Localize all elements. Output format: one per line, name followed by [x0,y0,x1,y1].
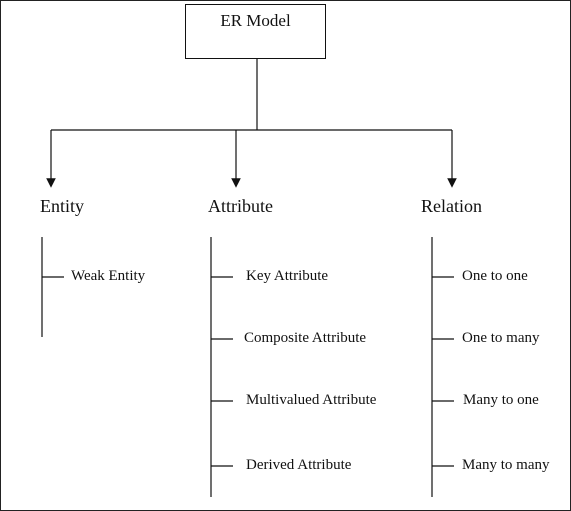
root-node-er-model: ER Model [185,4,326,59]
attribute-item-derived: Derived Attribute [246,457,352,473]
relation-item-many-to-one: Many to one [463,392,539,408]
category-entity-label: Entity [40,196,84,216]
attribute-item-multivalued: Multivalued Attribute [246,392,377,408]
category-relation-label: Relation [421,196,482,216]
category-attribute-label: Attribute [208,196,273,216]
entity-item-weak-entity: Weak Entity [71,268,146,284]
relation-item-many-to-many: Many to many [462,457,550,473]
attribute-item-key: Key Attribute [246,268,329,284]
relation-item-one-to-many: One to many [462,330,540,346]
relation-item-one-to-one: One to one [462,268,528,284]
root-node-label: ER Model [220,11,291,30]
attribute-item-composite: Composite Attribute [244,330,367,346]
